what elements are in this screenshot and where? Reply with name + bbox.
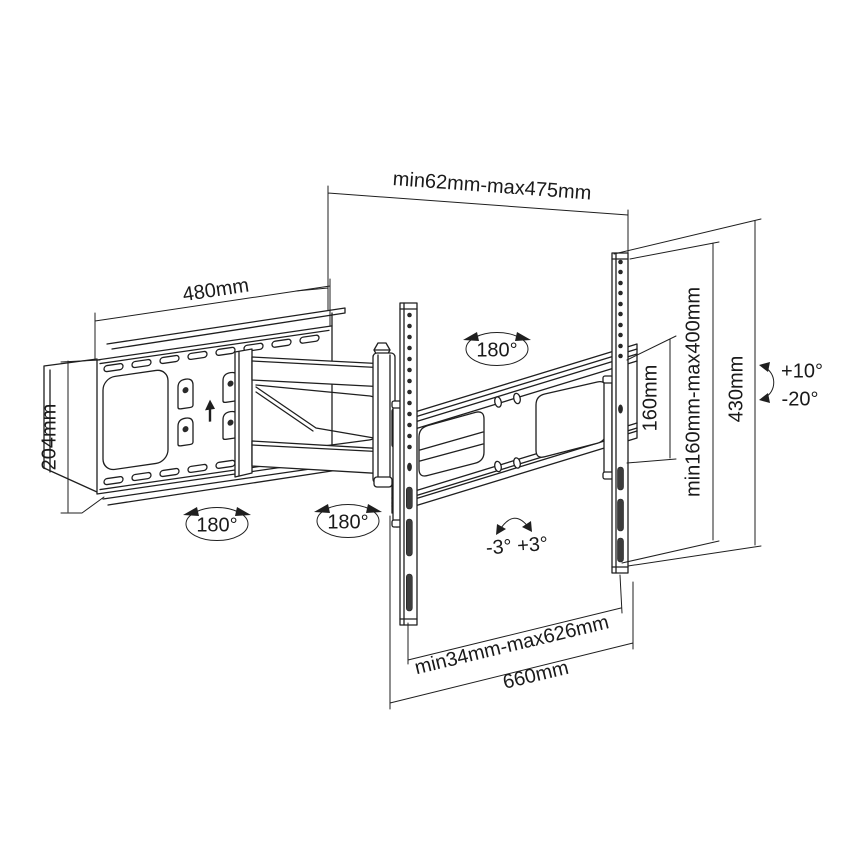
wall-plate-top-slots [103,334,320,373]
label-vesa-range: min160mm-max400mm [682,287,704,497]
left-rail-slots [405,486,413,612]
arm-wall-bracket [234,348,253,478]
label-tilt-down: -20° [782,388,819,410]
hinge-foot [373,476,393,488]
label-tilt-up: +10° [781,360,823,382]
label-top-span: min62mm-max475mm [392,168,592,205]
label-level-adjust: -3° +3° [485,533,549,559]
up-arrow-icon [205,399,215,422]
right-rail-slots [617,466,624,563]
label-crossbar-width: 660mm [501,657,571,694]
right-tv-rail [611,252,629,574]
wall-plate-cutout [102,369,169,471]
label-swivel-tv: 180° [476,339,517,361]
right-rail-holes [618,259,623,414]
label-vesa-height: 160mm [639,365,661,432]
label-swivel-wall: 180° [196,514,237,536]
tilt-indicator: +10° -20° [759,360,823,410]
arm-fold-edges [255,386,375,439]
left-tv-rail [399,302,418,626]
dim-bracket-height: 430mm [613,218,762,567]
arm-upper-bar-ridge [251,360,388,369]
label-plate-width: 480mm [181,274,250,306]
level-indicator: -3° +3° [485,517,549,559]
crossbar-vesa-holes [494,392,521,473]
left-rail-holes [407,312,412,472]
left-rail-edges [399,302,418,626]
arm-lower-bar-ridge [251,444,388,453]
hinge-post-ridges [377,354,391,482]
dim-plate-height: 204mm [38,359,105,514]
wall-plate [43,307,346,506]
right-hook-strip [602,375,614,480]
dim-top-span: min62mm-max475mm [295,168,629,311]
label-swivel-arm: 180° [327,511,368,533]
label-bracket-height: 430mm [725,356,747,423]
crossbar-left-cutout [418,411,485,477]
right-rail-edges [611,252,629,574]
dim-vesa-range: min160mm-max400mm [621,241,720,564]
wall-plate-keyholes [177,371,239,447]
swivel-indicator-tv: 180° [463,332,531,366]
dim-rail-span: min34mm-max626mm [407,574,623,679]
label-plate-height: 204mm [38,404,60,471]
swivel-indicator-arm: 180° [314,504,382,538]
articulating-arm [234,348,388,478]
swivel-indicator-wall: 180° [183,507,251,541]
crossbar-left-cutout-detail [419,431,484,462]
wall-plate-top-flange [106,307,346,350]
crossbar [391,343,638,514]
dim-vesa-height: 160mm [626,335,677,464]
wall-plate-side-flange [43,358,98,493]
